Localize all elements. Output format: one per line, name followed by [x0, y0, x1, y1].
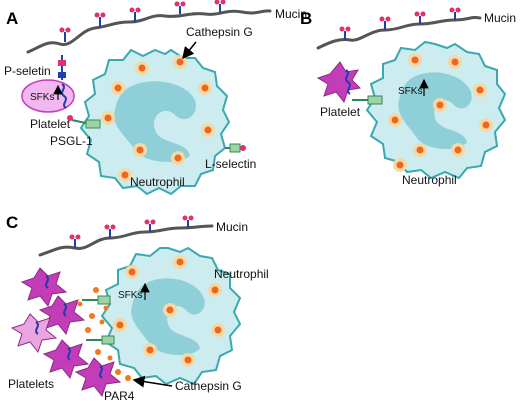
- platelet-receptor-b: [345, 69, 351, 95]
- p-selectin-label: P-seletin: [4, 64, 51, 78]
- cathepsin-g-label-c: Cathepsin G: [175, 379, 242, 393]
- panel-c: C Mucin Neutrophil SFKs: [6, 213, 269, 403]
- l-selectin-label: L-selectin: [205, 157, 256, 171]
- mucin-strand-c: [38, 224, 214, 257]
- cathepsin-g-label-a: Cathepsin G: [186, 25, 253, 39]
- neutrophil-c-nucleus: [131, 278, 205, 356]
- platelet-label-b: Platelet: [320, 105, 361, 119]
- psgl1-links-c: [82, 295, 115, 345]
- panel-b-tag: B: [300, 9, 312, 28]
- mucin-strand-b: [316, 15, 482, 50]
- platelet-b-body: [316, 61, 362, 104]
- panel-a: A Mucin Cathepsin G: [4, 0, 307, 196]
- platelet-receptors-c: [35, 275, 103, 379]
- mucin-strand: [26, 9, 272, 54]
- neutrophil-label-c: Neutrophil: [214, 267, 269, 281]
- cathepsin-arrow-a: [182, 41, 197, 60]
- platelet-label-a: Platelet: [30, 117, 71, 131]
- panel-a-tag: A: [6, 9, 18, 28]
- psgl1-a: [67, 115, 101, 129]
- panel-c-tag: C: [6, 213, 18, 232]
- panel-b: B Mucin Platelet: [300, 7, 516, 187]
- mucin-glycans-b: [339, 7, 461, 40]
- released-cathepsin-c: [77, 287, 131, 381]
- sfks-label-c: SFKs: [118, 290, 142, 301]
- mucin-label: Mucin: [275, 7, 307, 21]
- p-selectin-a: [58, 55, 66, 80]
- neutrophil-label-b: Neutrophil: [402, 173, 457, 187]
- mucin-glycans: [59, 0, 226, 42]
- mucin-label-b: Mucin: [484, 11, 516, 25]
- sfks-label-b: SFKs: [398, 86, 422, 97]
- granules-c: [113, 255, 225, 367]
- platelets-label: Platelets: [8, 377, 54, 391]
- mucin-label-c: Mucin: [216, 220, 248, 234]
- granules-b: [388, 53, 493, 172]
- neutrophil-label-a: Neutrophil: [130, 175, 185, 189]
- sfks-label-a: SFKs: [30, 92, 54, 103]
- mucin-glycans-c: [69, 215, 194, 248]
- activated-platelets-c: [10, 267, 122, 398]
- par4-label: PAR4: [104, 389, 135, 403]
- psgl1-label: PSGL-1: [50, 134, 93, 148]
- neutrophil-b-nucleus: [398, 72, 472, 150]
- psgl1-b: [352, 95, 383, 105]
- cathepsin-arrow-c: [132, 375, 173, 388]
- neutrophil-a-nucleus: [114, 81, 196, 162]
- l-selectin-a: [225, 143, 246, 153]
- platelet-receptor-a: [61, 83, 67, 109]
